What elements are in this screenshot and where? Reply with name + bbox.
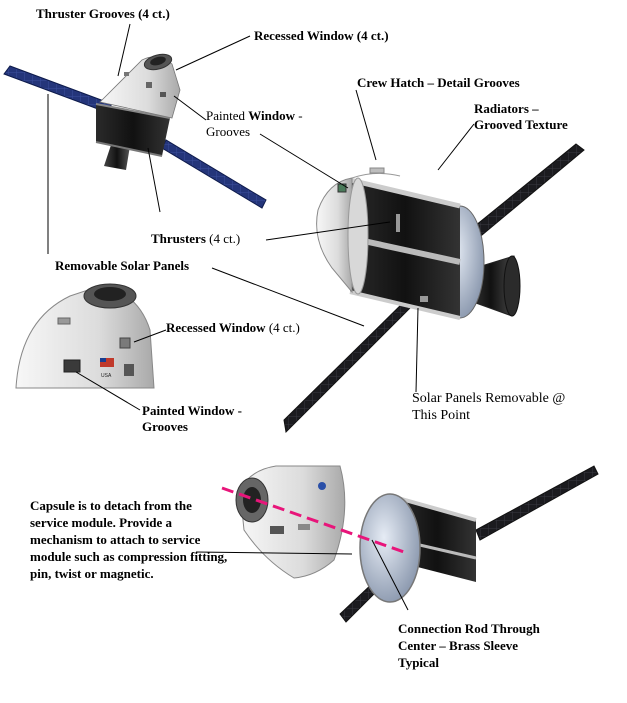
label-recessed-window-mid-bold: Recessed Window bbox=[166, 320, 266, 335]
bottom-solar-panel-right bbox=[475, 465, 599, 541]
label-painted-window-mid: Painted Window - Grooves bbox=[142, 403, 242, 435]
leader-lines bbox=[47, 23, 475, 611]
label-thrusters-normal: (4 ct.) bbox=[205, 231, 241, 246]
label-painted-window-top-part2: Window bbox=[248, 108, 295, 123]
label-painted-window-top: Painted Window - Grooves bbox=[206, 108, 303, 140]
label-radiators-line1: Radiators – bbox=[474, 101, 539, 116]
closeup-capsule-body bbox=[15, 285, 155, 389]
label-painted-window-top-line2: Grooves bbox=[206, 124, 251, 139]
label-painted-window-top-part1: Painted bbox=[206, 108, 249, 123]
usa-flag bbox=[100, 358, 114, 367]
large-spacecraft-center bbox=[283, 143, 585, 434]
label-thruster-grooves: Thruster Grooves (4 ct.) bbox=[36, 6, 170, 21]
solar-panel-left bbox=[3, 65, 113, 113]
label-solar-panels-removable: Solar Panels Removable @ This Point bbox=[412, 390, 565, 424]
label-painted-window-mid-line1: Painted Window - bbox=[142, 403, 242, 418]
solar-panel-long-upper bbox=[469, 143, 585, 241]
label-recessed-window-mid-normal: (4 ct.) bbox=[265, 320, 300, 335]
small-spacecraft-top-left bbox=[3, 53, 267, 209]
label-radiators: Radiators – Grooved Texture bbox=[474, 101, 568, 133]
bottom-service-module-disc bbox=[359, 493, 421, 603]
label-radiators-line2: Grooved Texture bbox=[474, 117, 568, 132]
detached-modules bbox=[221, 465, 599, 623]
usa-flag-text: USA bbox=[101, 373, 112, 379]
label-connection-rod-line1: Connection Rod Through bbox=[398, 621, 540, 636]
solar-panel-long-lower bbox=[283, 293, 419, 434]
label-crew-hatch: Crew Hatch – Detail Grooves bbox=[357, 75, 520, 90]
label-painted-window-mid-line2: Grooves bbox=[142, 419, 188, 434]
label-recessed-window-mid: Recessed Window (4 ct.) bbox=[166, 320, 300, 336]
label-connection-rod: Connection Rod Through Center – Brass Sl… bbox=[398, 620, 540, 671]
capsule-closeup: USA bbox=[15, 283, 155, 389]
label-thrusters: Thrusters (4 ct.) bbox=[151, 231, 240, 247]
label-connection-rod-line3: Typical bbox=[398, 655, 439, 670]
engine-nozzle bbox=[104, 142, 130, 170]
label-capsule-detach: Capsule is to detach from the service mo… bbox=[30, 498, 228, 581]
service-module bbox=[96, 104, 170, 156]
connection-rod-line bbox=[221, 486, 405, 554]
label-thrusters-bold: Thrusters bbox=[151, 231, 206, 246]
label-removable-solar-panels: Removable Solar Panels bbox=[55, 258, 190, 273]
label-solar-panels-removable-line1: Solar Panels Removable @ bbox=[412, 391, 566, 406]
label-recessed-window-top: Recessed Window (4 ct.) bbox=[254, 28, 389, 43]
solar-panel-right bbox=[161, 139, 267, 209]
label-connection-rod-line2: Center – Brass Sleeve bbox=[398, 638, 518, 653]
label-painted-window-top-part3: - bbox=[294, 108, 303, 123]
main-capsule bbox=[316, 177, 353, 294]
label-solar-panels-removable-line2: This Point bbox=[412, 408, 470, 423]
